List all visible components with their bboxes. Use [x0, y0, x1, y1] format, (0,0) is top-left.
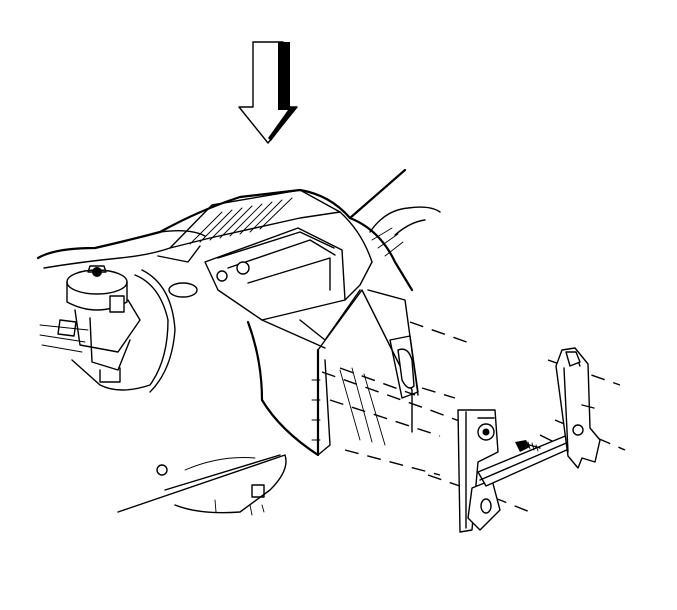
fastener-bolt	[515, 440, 541, 452]
lower-trim	[117, 454, 287, 516]
brake-booster	[39, 265, 198, 393]
center-console-bracket	[204, 227, 419, 457]
direction-arrow	[238, 41, 298, 144]
instrument-panel	[36, 168, 441, 292]
support-bracket	[457, 347, 601, 533]
